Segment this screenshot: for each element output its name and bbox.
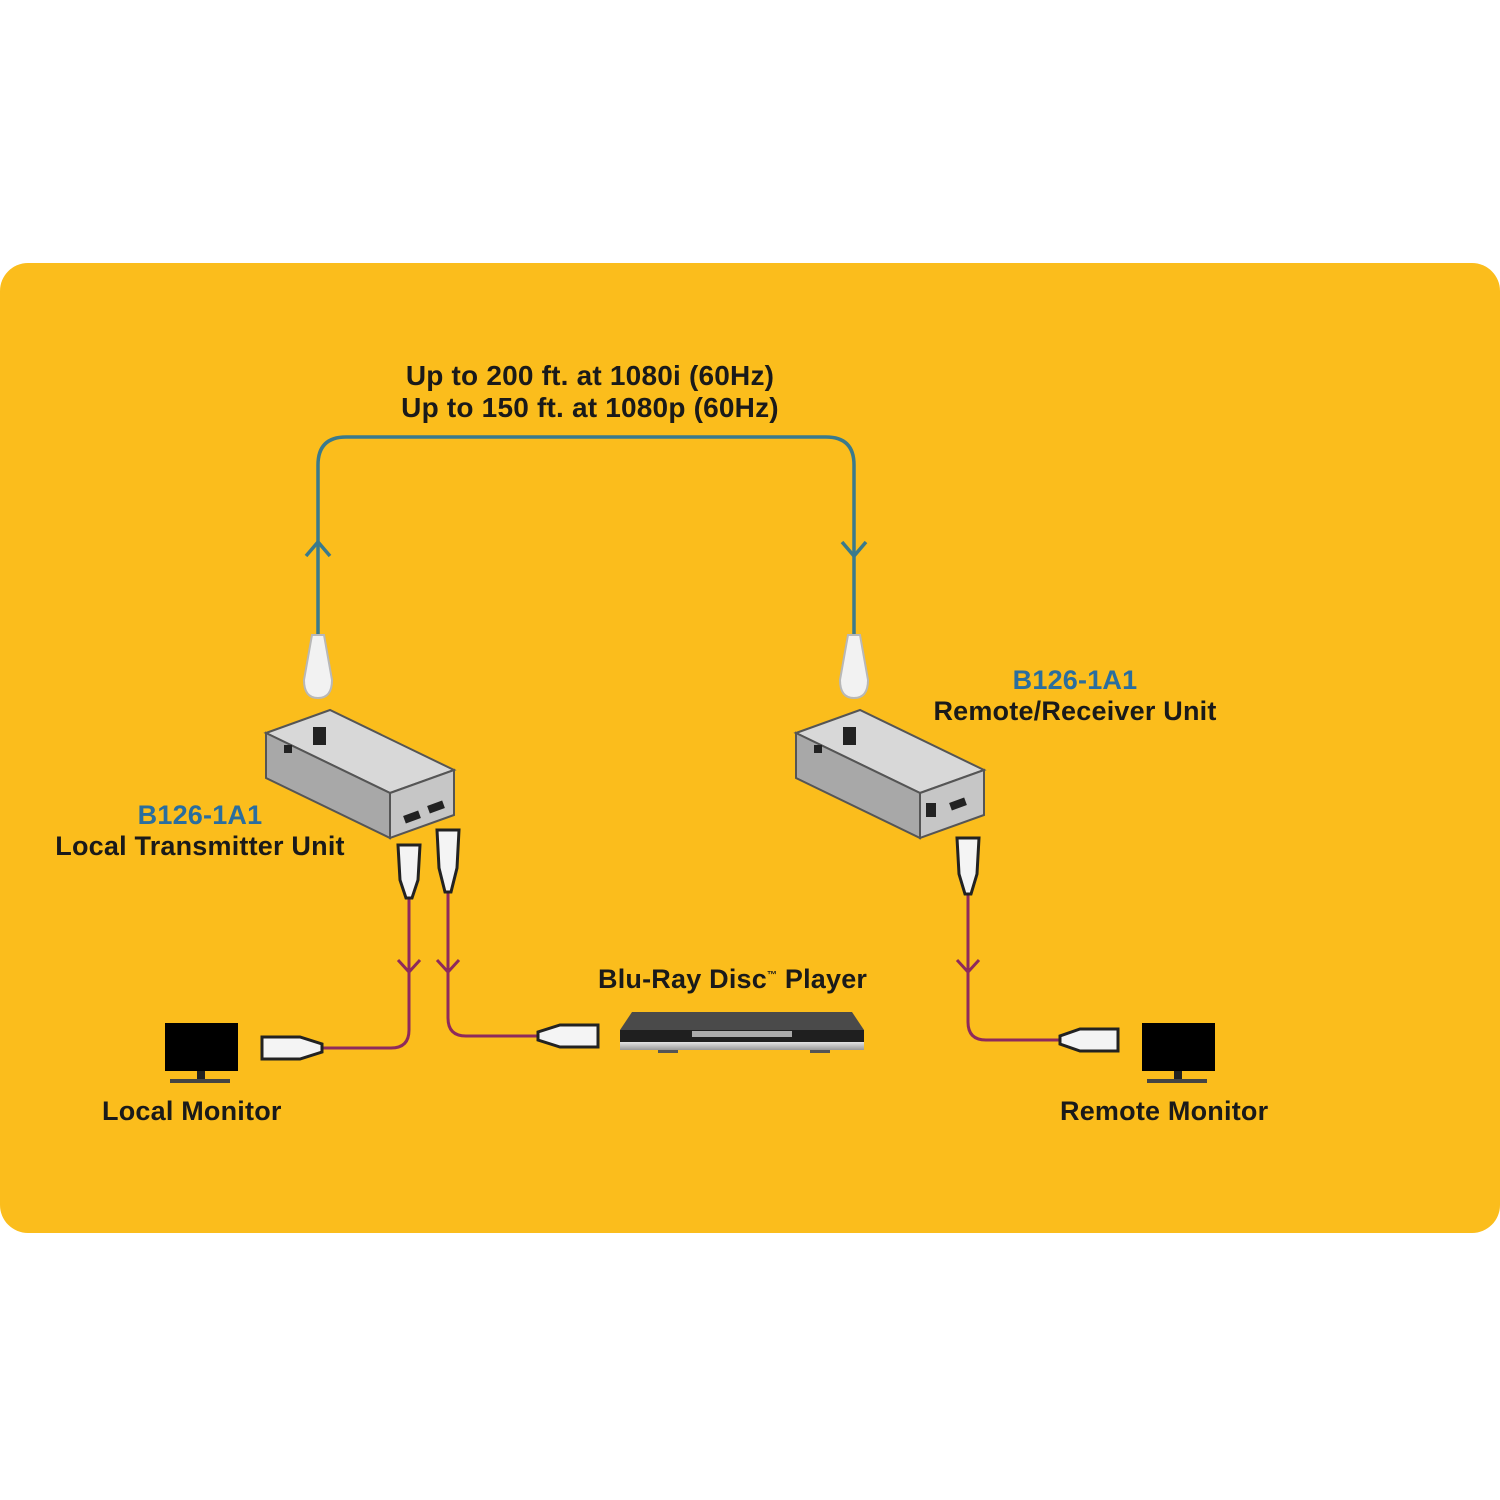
remote-monitor-label: Remote Monitor <box>1060 1096 1269 1126</box>
cat5-cable <box>304 435 868 640</box>
arrow-down-icon <box>955 958 981 975</box>
rj45-plug-icon <box>838 634 870 700</box>
local-monitor-label: Local Monitor <box>102 1096 282 1126</box>
receiver-label: B126-1A1 Remote/Receiver Unit <box>900 665 1250 727</box>
distance-spec-1080p: Up to 150 ft. at 1080p (60Hz) <box>401 392 779 423</box>
arrow-down-icon <box>435 958 461 975</box>
arrow-up-icon <box>304 539 332 558</box>
transmitter-device-icon <box>263 708 457 840</box>
trademark-symbol: ™ <box>766 970 778 981</box>
diagram-panel <box>0 263 1500 1233</box>
remote-monitor-icon <box>1142 1023 1215 1083</box>
rj45-plug-icon <box>302 634 334 700</box>
hdmi-plug-icon <box>260 1023 1120 1061</box>
receiver-name: Remote/Receiver Unit <box>933 696 1217 726</box>
transmitter-label: B126-1A1 Local Transmitter Unit <box>20 800 380 862</box>
distance-spec: Up to 200 ft. at 1080i (60Hz) Up to 150 … <box>340 360 840 424</box>
bluray-player-icon <box>620 1012 864 1053</box>
bluray-suffix: Player <box>777 964 868 994</box>
receiver-device-icon <box>793 708 987 840</box>
receiver-model: B126-1A1 <box>1012 665 1138 695</box>
arrow-down-icon <box>840 540 868 559</box>
arrow-down-icon <box>396 958 422 975</box>
hdmi-plug-icon <box>396 828 981 900</box>
distance-spec-1080i: Up to 200 ft. at 1080i (60Hz) <box>405 360 775 391</box>
local-monitor-icon <box>165 1023 238 1083</box>
bluray-player-label: Blu-Ray Disc™ Player <box>598 964 867 995</box>
transmitter-name: Local Transmitter Unit <box>55 831 345 861</box>
transmitter-model: B126-1A1 <box>137 800 263 830</box>
hdmi-cable <box>320 890 1065 1050</box>
bluray-name: Blu-Ray Disc <box>598 964 767 994</box>
